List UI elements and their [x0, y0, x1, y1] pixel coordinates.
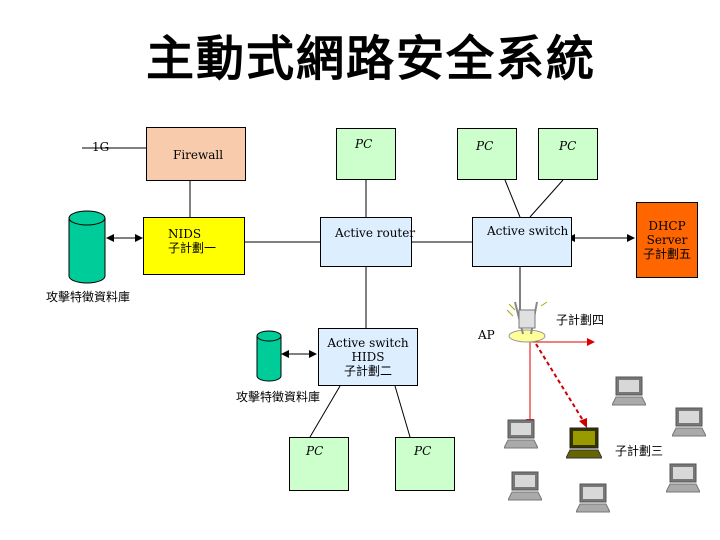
pc-bottom-right-label: PC	[414, 444, 432, 458]
laptop-icon	[507, 470, 543, 502]
active-switch-top-label: Active switch	[487, 224, 569, 238]
pc-top-right-label: PC	[559, 139, 577, 153]
active-router-node: Active router	[320, 217, 416, 267]
active-switch-top-node: Active switch	[472, 217, 572, 267]
pc-bottom-left: PC	[289, 437, 349, 491]
nids-label: NIDS	[168, 227, 202, 241]
active-router-label: Active router	[335, 226, 416, 240]
attack-db-2-label: 攻擊特徵資料庫	[236, 390, 321, 404]
compromised-laptop-icon	[565, 426, 603, 460]
laptop-icon	[611, 375, 647, 407]
pc-top-right: PC	[538, 128, 598, 180]
pc-top-left: PC	[336, 128, 396, 180]
pc-bottom-right: PC	[395, 437, 455, 491]
uplink-label: 1G	[92, 140, 110, 154]
access-point-icon	[503, 298, 549, 344]
database-icon	[68, 210, 106, 284]
dhcp-sub-label: 子計劃五	[642, 247, 691, 261]
laptop-icon	[503, 418, 539, 450]
hids-sub-label: 子計劃二	[343, 364, 392, 378]
wireless-sub-label: 子計劃四	[556, 313, 605, 327]
dhcp-line1: DHCP	[648, 219, 686, 233]
hids-line1: Active switch	[327, 336, 409, 350]
laptop-icon	[575, 482, 611, 514]
laptop-icon	[665, 462, 701, 494]
pc-top-mid: PC	[457, 128, 517, 180]
database-icon-2	[256, 330, 282, 382]
nids-sub-label: 子計劃一	[168, 241, 217, 255]
hids-switch-node: Active switch HIDS 子計劃二	[318, 328, 418, 386]
nids-node: NIDS 子計劃一	[143, 217, 245, 275]
page-title: 主動式網路安全系統	[146, 31, 597, 87]
attack-db-1-label: 攻擊特徵資料庫	[46, 290, 131, 304]
laptops-sub-label: 子計劃三	[615, 444, 664, 458]
pc-bottom-left-label: PC	[306, 444, 324, 458]
pc-top-mid-label: PC	[476, 139, 494, 153]
firewall-node: Firewall	[146, 127, 246, 181]
dhcp-line2: Server	[646, 233, 688, 247]
laptop-icon	[671, 406, 707, 438]
firewall-label: Firewall	[173, 148, 224, 162]
dhcp-server-node: DHCP Server 子計劃五	[636, 202, 698, 278]
pc-top-left-label: PC	[355, 137, 373, 151]
ap-label: AP	[478, 328, 495, 342]
hids-line2: HIDS	[351, 350, 385, 364]
